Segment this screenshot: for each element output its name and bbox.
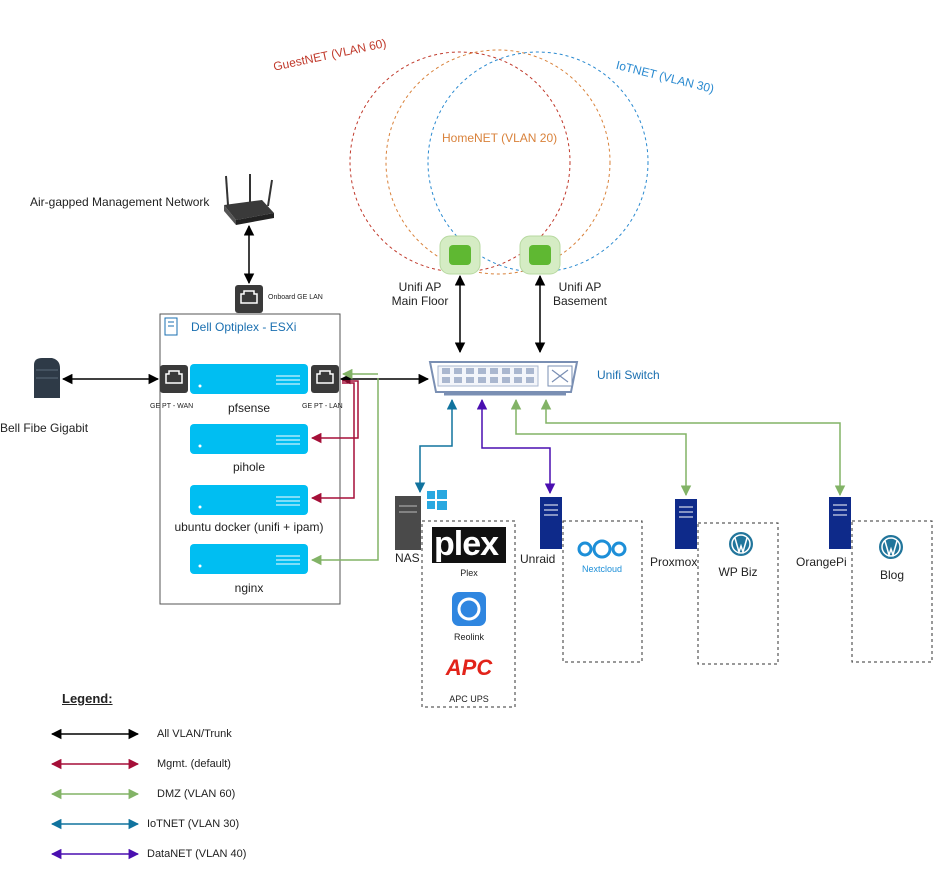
- vm-pfsense-label: pfsense: [227, 401, 271, 415]
- plex-logo-bg: [432, 527, 506, 563]
- lan-port: [311, 365, 339, 393]
- legend-dmz-label: DMZ (VLAN 60): [157, 788, 236, 800]
- nas-label: NAS: [395, 551, 420, 565]
- legend-trunk-label: All VLAN/Trunk: [157, 728, 232, 740]
- ap-main-label-1: Unifi AP: [398, 280, 442, 294]
- modem-label: Bell Fibe Gigabit: [0, 421, 89, 435]
- proxmox-server-icon: [675, 499, 697, 549]
- nas-server-icon: [395, 496, 421, 550]
- link-iot-nas: [414, 398, 458, 494]
- ap-basement-label-2: Basement: [552, 294, 608, 308]
- ap-main-label-2: Main Floor: [391, 294, 449, 308]
- lan-port-label: GE PT - LAN: [302, 403, 343, 410]
- wan-port: [160, 365, 188, 393]
- legend-mgmt-label: Mgmt. (default): [157, 758, 231, 770]
- orangepi-services-box: [851, 520, 933, 663]
- mgmt-network-label: Air-gapped Management Network: [30, 195, 210, 209]
- vm-ubuntu-docker: [190, 485, 308, 515]
- unifi-switch-icon: [428, 361, 579, 396]
- reolink-icon: [452, 592, 486, 626]
- link-data-unraid: [476, 398, 556, 495]
- homenet-label: HomeNET (VLAN 20): [442, 131, 558, 145]
- nas-services-box: [421, 520, 516, 708]
- iotnet-coverage: [427, 51, 649, 273]
- wan-port-label: GE PT - WAN: [150, 403, 194, 410]
- proxmox-label: Proxmox: [650, 555, 698, 569]
- esxi-host-label: Dell Optiplex - ESXi: [191, 320, 297, 334]
- switch-label: Unifi Switch: [597, 368, 660, 382]
- apc-logo: APC: [445, 655, 493, 680]
- legend-title: Legend:: [62, 691, 113, 706]
- unraid-label: Unraid: [520, 552, 556, 566]
- legend-data-label: DataNET (VLAN 40): [147, 848, 247, 860]
- vm-pfsense: [190, 364, 308, 394]
- link-dmz-nginx: [310, 378, 379, 566]
- plex-label: Plex: [460, 568, 478, 578]
- apc-label: APC UPS: [449, 694, 489, 704]
- unraid-services-box: [562, 520, 643, 663]
- plex-logo: plex: [434, 525, 499, 563]
- wpbiz-label: WP Biz: [718, 565, 758, 579]
- vm-pihole: [190, 424, 308, 454]
- reolink-label: Reolink: [453, 632, 484, 642]
- ap-basement-icon: [519, 235, 561, 275]
- guestnet-coverage: [349, 51, 571, 273]
- link-dmz-orangepi: [540, 398, 846, 497]
- nextcloud-icon: [577, 539, 627, 559]
- legend-iot-label: IoTNET (VLAN 30): [147, 818, 240, 830]
- ap-basement-label-1: Unifi AP: [558, 280, 602, 294]
- wordpress-icon-blog: [879, 535, 903, 559]
- windows-icon: [427, 490, 447, 510]
- modem-icon: [34, 358, 60, 398]
- orangepi-label: OrangePi: [796, 555, 847, 569]
- onboard-lan-port: [235, 285, 263, 313]
- onboard-lan-label: Onboard GE LAN: [268, 294, 323, 301]
- homenet-coverage: [385, 49, 611, 275]
- vm-ubuntu-label: ubuntu docker (unifi + ipam): [174, 520, 324, 534]
- unraid-server-icon: [540, 497, 562, 549]
- proxmox-services-box: [697, 522, 779, 665]
- orangepi-server-icon: [829, 497, 851, 549]
- vm-pihole-label: pihole: [232, 460, 266, 474]
- link-mgmt-pihole: [310, 380, 359, 444]
- router-icon: [224, 174, 274, 225]
- nextcloud-label: Nextcloud: [581, 564, 623, 574]
- blog-label: Blog: [879, 568, 905, 582]
- vm-nginx-label: nginx: [234, 581, 264, 595]
- ap-main-floor-icon: [439, 235, 481, 275]
- link-mgmt-ubuntu: [310, 382, 355, 504]
- vm-nginx: [190, 544, 308, 574]
- wordpress-icon-wpbiz: [729, 532, 753, 556]
